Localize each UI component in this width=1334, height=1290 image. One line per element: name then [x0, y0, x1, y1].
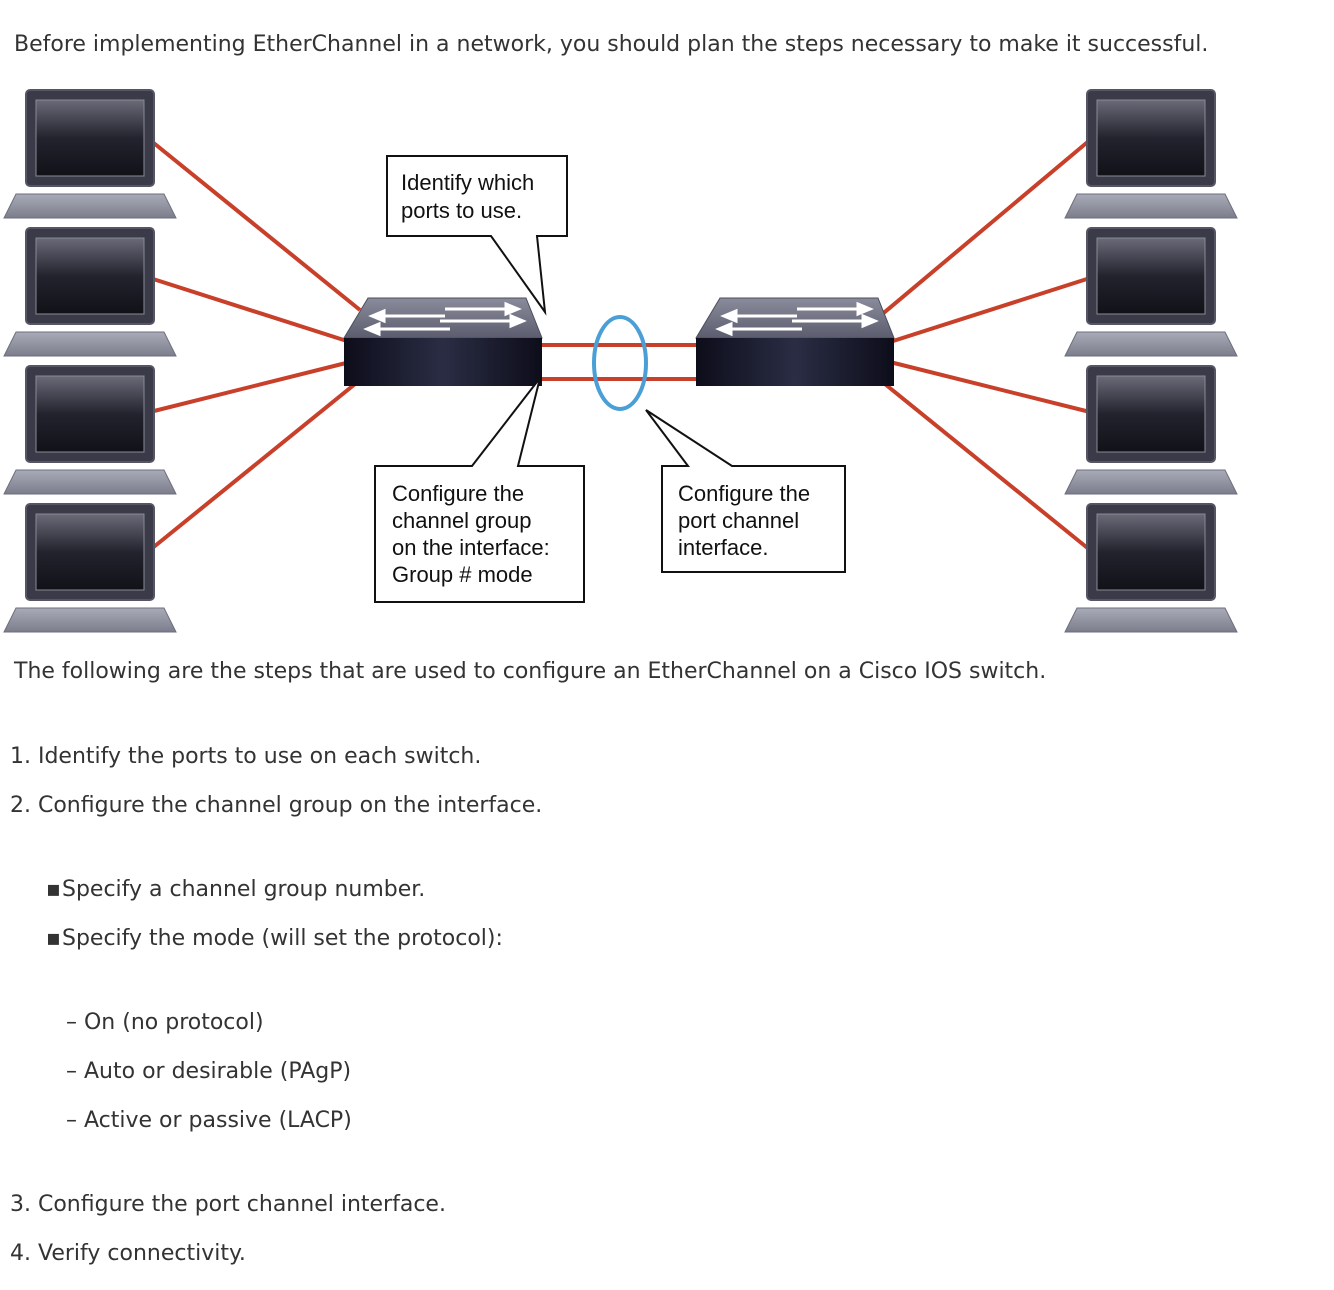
mode-item: – Auto or desirable (PAgP): [66, 1059, 352, 1084]
step-2: 2. Configure the channel group on the in…: [10, 793, 543, 818]
switch-icon: [343, 297, 543, 386]
right-access-links: [878, 138, 1092, 552]
right-laptops: [1064, 89, 1238, 633]
etherchannel-links: [540, 343, 700, 381]
callout-channel-group-line-3: on the interface:: [392, 535, 550, 560]
sub-item-label: Specify the mode (will set the protocol)…: [62, 926, 503, 951]
callout-port-channel-line-1: Configure the: [678, 481, 810, 506]
callout-channel-group-line-1: Configure the: [392, 481, 524, 506]
callout-channel-group-line-2: channel group: [392, 508, 531, 533]
intro-paragraph: Before implementing EtherChannel in a ne…: [14, 32, 1209, 57]
sub-item-label: Specify a channel group number.: [62, 877, 426, 902]
step-3: 3. Configure the port channel interface.: [10, 1192, 446, 1217]
step-4: 4. Verify connectivity.: [10, 1241, 246, 1266]
step-1: 1. Identify the ports to use on each swi…: [10, 744, 482, 769]
callout-channel-group: Configure the channel group on the inter…: [374, 377, 585, 603]
etherchannel-ring-icon: [592, 315, 648, 411]
callout-channel-group-line-4: Group # mode: [392, 562, 533, 587]
callout-port-channel-line-2: port channel: [678, 508, 799, 533]
left-laptops: [3, 89, 177, 633]
callout-identify-line-1: Identify which: [401, 170, 534, 195]
step-2-sub-item: ▪Specify the mode (will set the protocol…: [46, 924, 503, 954]
callout-port-channel: Configure the port channel interface.: [645, 409, 846, 573]
bullet-icon: ▪: [46, 877, 61, 902]
mode-item: – On (no protocol): [66, 1010, 264, 1035]
steps-intro: The following are the steps that are use…: [14, 659, 1047, 684]
callout-port-channel-line-3: interface.: [678, 535, 769, 560]
switch-icon: [695, 297, 895, 386]
bullet-icon: ▪: [46, 926, 61, 951]
callout-identify-line-2: ports to use.: [401, 198, 522, 223]
callout-identify-ports: Identify which ports to use.: [386, 155, 568, 316]
left-access-links: [148, 138, 362, 552]
etherchannel-diagram: Identify which ports to use. Configure t…: [3, 89, 1238, 633]
mode-item: – Active or passive (LACP): [66, 1108, 352, 1133]
step-2-sub-item: ▪Specify a channel group number.: [46, 875, 425, 905]
